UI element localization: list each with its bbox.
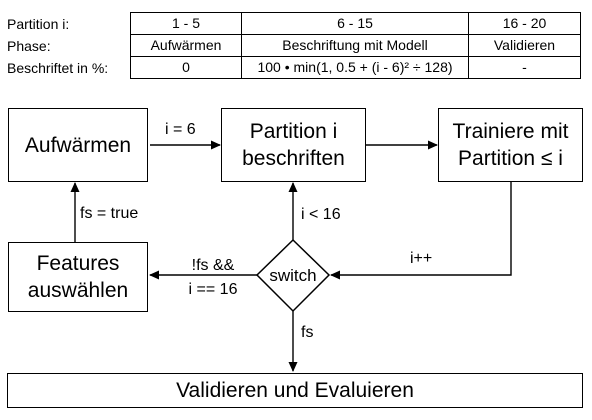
switch-diamond (255, 238, 331, 313)
table-row-percent: 0 100 • min(1, 0.5 + (i - 6)² ÷ 128) - (130, 56, 581, 79)
cell-phase-validation: Validieren (468, 34, 581, 57)
node-train: Trainiere mit Partition ≤ i (438, 108, 583, 182)
table-row-partition: 1 - 5 6 - 15 16 - 20 (130, 12, 581, 35)
edge-label-i-increment: i++ (410, 250, 433, 267)
cell-partition-validation: 16 - 20 (468, 12, 581, 35)
schedule-table: 1 - 5 6 - 15 16 - 20 Aufwärmen Beschrift… (130, 12, 581, 79)
edge-train-to-switch (330, 182, 512, 280)
edge-label-fs-true: fs = true (80, 205, 139, 222)
row-label-percent: Beschriftet in %: (7, 60, 109, 76)
node-warmup: Aufwärmen (8, 108, 148, 182)
edge-label-fs: fs (301, 324, 314, 341)
node-features: Features auswählen (8, 242, 148, 312)
cell-phase-warmup: Aufwärmen (130, 34, 242, 57)
cell-partition-labeling: 6 - 15 (241, 12, 469, 35)
node-label-partition: Partition i beschriften (221, 108, 366, 182)
row-label-partition: Partition i: (7, 16, 70, 32)
cell-percent-labeling: 100 • min(1, 0.5 + (i - 6)² ÷ 128) (241, 56, 469, 79)
cell-percent-validation: - (468, 56, 581, 79)
row-label-phase: Phase: (7, 38, 51, 54)
edge-label-i-equals-6: i = 6 (165, 121, 196, 138)
edge-label-i-less-16: i < 16 (301, 206, 341, 223)
node-switch: switch (269, 265, 317, 285)
edge-label-i-equals-16: i == 16 (188, 281, 238, 298)
edge-label-not-fs: !fs && (191, 257, 235, 274)
node-validate: Validieren und Evaluieren (7, 373, 583, 408)
